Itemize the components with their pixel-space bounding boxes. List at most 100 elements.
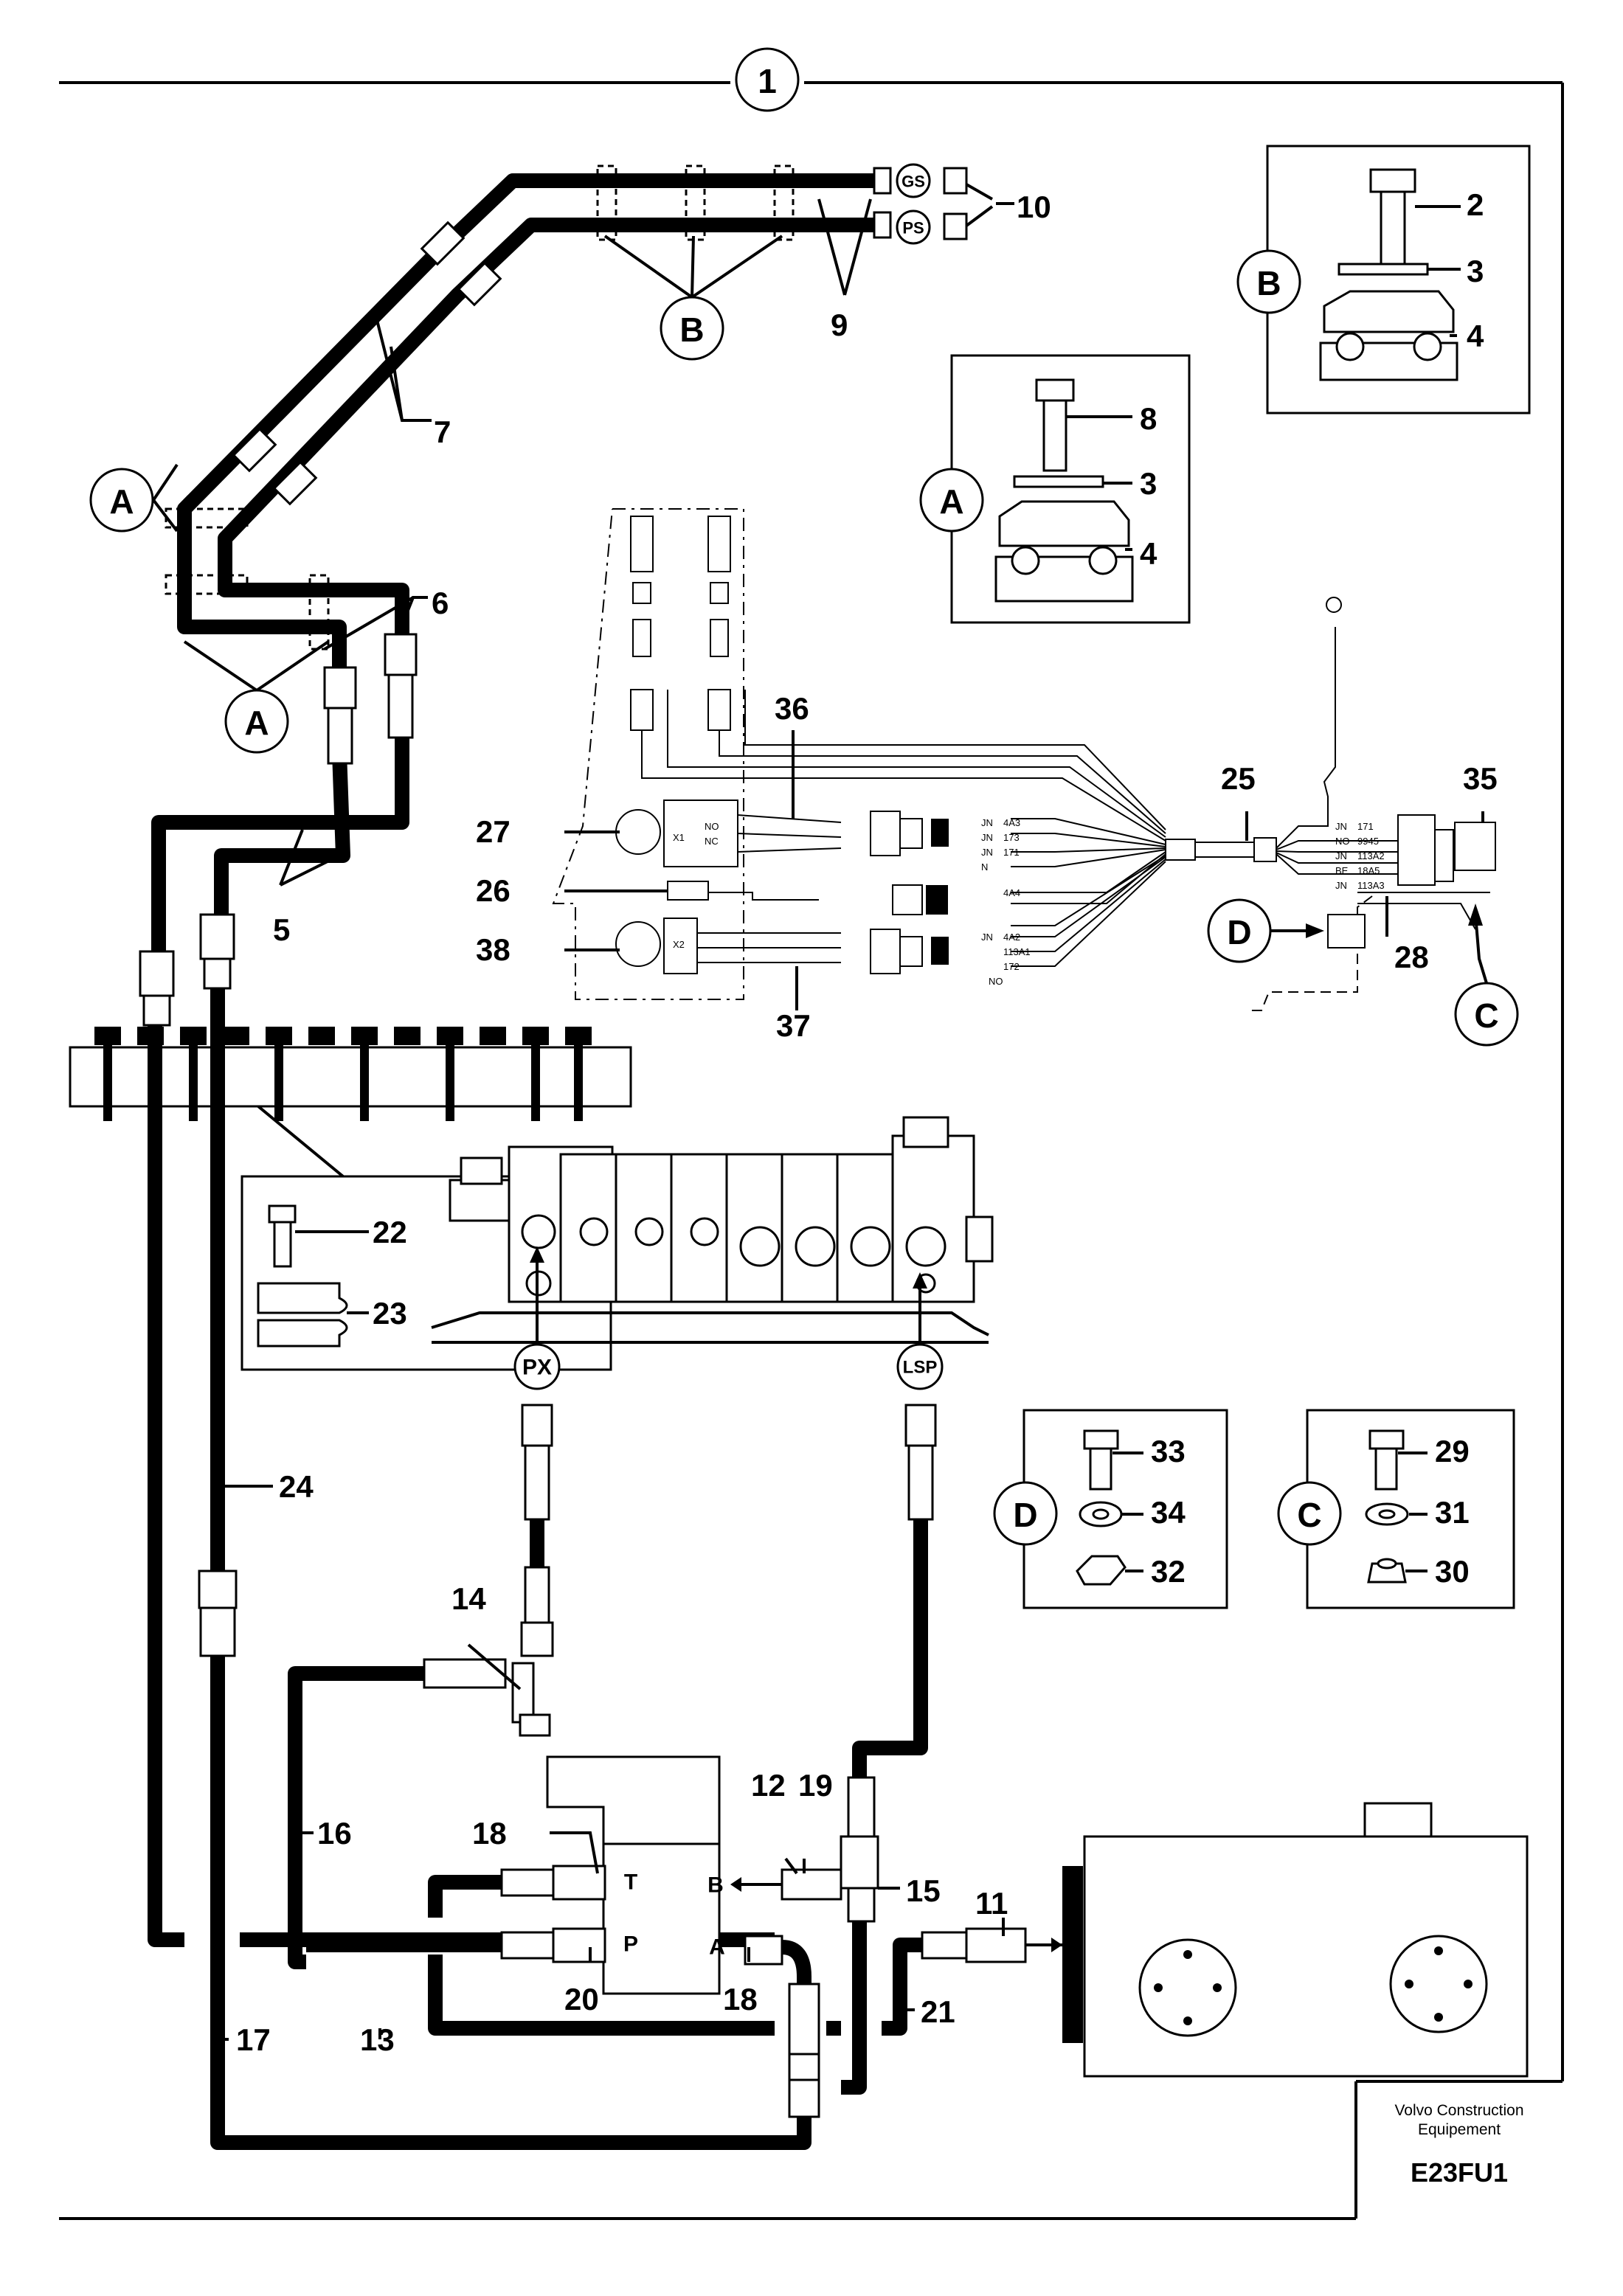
wire-label-18a5: 18A5 — [1357, 865, 1380, 876]
callout-5: 5 — [273, 912, 290, 947]
callout-1: 1 — [758, 62, 777, 100]
wire-label-jn-2: JN — [981, 832, 993, 843]
callout-31: 31 — [1435, 1495, 1470, 1530]
callout-25: 25 — [1221, 761, 1256, 796]
detail-reference-circles — [89, 235, 1519, 1047]
callout-20: 20 — [564, 1982, 599, 2016]
valve-ports — [521, 1214, 947, 1297]
callout-19: 19 — [798, 1768, 833, 1803]
port-b-label: B — [707, 1873, 724, 1898]
detail-letter-a-box: A — [939, 482, 963, 521]
callout-23: 23 — [373, 1296, 407, 1331]
callout-26: 26 — [476, 873, 511, 908]
callout-6: 6 — [432, 586, 449, 620]
callout-16: 16 — [317, 1816, 352, 1851]
title-block: Volvo Construction Equipement E23FU1 — [1394, 2102, 1523, 2188]
callout-7: 7 — [434, 415, 451, 449]
callout-15: 15 — [906, 1873, 941, 1908]
wire-label-171b: 171 — [1357, 821, 1374, 832]
detail-letter-b-ref: B — [679, 311, 704, 349]
detail-letter-d-box: D — [1013, 1496, 1037, 1534]
wire-label-jn-1: JN — [981, 817, 993, 828]
callout-4-a: 4 — [1140, 536, 1157, 571]
credit-line-2: Equipement — [1418, 2121, 1501, 2138]
callout-8: 8 — [1140, 401, 1157, 436]
callout-33: 33 — [1151, 1434, 1186, 1468]
wire-label-113a1: 113A1 — [1003, 946, 1031, 957]
wire-label-171: 171 — [1003, 847, 1020, 858]
callout-13: 13 — [360, 2022, 395, 2057]
wire-label-x2: X2 — [673, 939, 685, 950]
callout-22: 22 — [373, 1215, 407, 1249]
callout-30: 30 — [1435, 1554, 1470, 1589]
wire-label-jn-7: JN — [1335, 880, 1347, 891]
wire-label-jn-4: JN — [981, 932, 993, 943]
wire-label-n-1: N — [981, 861, 988, 873]
wire-label-jn-5: JN — [1335, 821, 1347, 832]
priority-valve: T P B A — [306, 1755, 841, 2118]
port-lsp-label: LSP — [903, 1358, 938, 1378]
credit-line-1: Volvo Construction — [1394, 2102, 1523, 2119]
detail-letter-c-box: C — [1297, 1496, 1321, 1534]
wire-label-4a3: 4A3 — [1003, 817, 1020, 828]
wire-label-no-3: NO — [705, 821, 719, 832]
clamp-outlines — [165, 164, 795, 651]
callout-29: 29 — [1435, 1434, 1470, 1468]
callout-4-b: 4 — [1467, 319, 1484, 353]
wire-label-no-2: NO — [1335, 836, 1350, 847]
wire-label-4a2: 4A2 — [1003, 932, 1020, 943]
callout-32: 32 — [1151, 1554, 1186, 1589]
callout-34: 34 — [1151, 1495, 1186, 1530]
callout-21: 21 — [921, 1994, 955, 2029]
wire-label-x1: X1 — [673, 832, 685, 843]
callout-38: 38 — [476, 932, 511, 967]
callout-14: 14 — [451, 1581, 486, 1616]
px-lsp-lines: PX LSP — [513, 1246, 944, 1778]
callout-3-a: 3 — [1140, 466, 1157, 501]
callout-35: 35 — [1463, 761, 1498, 796]
callout-18-bottom: 18 — [723, 1982, 758, 2016]
callout-leaders — [218, 198, 1484, 2041]
wire-label-9945: 9945 — [1357, 836, 1379, 847]
drawing-code: E23FU1 — [1411, 2157, 1508, 2188]
callout-36: 36 — [775, 691, 809, 726]
callout-18-top: 18 — [472, 1816, 507, 1851]
wire-label-no-1: NO — [989, 976, 1003, 987]
callout-37: 37 — [776, 1008, 811, 1043]
wiring-labels: JN 4A3 JN 173 JN 171 N 4A4 JN 4A2 113A1 … — [673, 817, 1385, 987]
port-px-label: PX — [522, 1356, 552, 1380]
wire-label-4a4: 4A4 — [1003, 887, 1020, 898]
hose-coupling — [232, 221, 502, 506]
pump-tank — [882, 1802, 1529, 2078]
callout-11: 11 — [975, 1886, 1008, 1921]
detail-box-b — [1236, 145, 1531, 415]
detail-box-a — [919, 354, 1191, 624]
port-ps-label: PS — [902, 219, 924, 237]
callout-2: 2 — [1467, 187, 1484, 222]
tee-14 — [288, 1658, 551, 1969]
assembly-callout: 1 — [735, 47, 800, 112]
wire-label-nc: NC — [705, 836, 719, 847]
detail-box-d — [993, 1409, 1228, 1609]
callout-24: 24 — [279, 1469, 314, 1504]
detail-letter-c-ref: C — [1474, 996, 1498, 1035]
detail-letter-a-lower: A — [244, 704, 269, 742]
rail-bolts — [94, 1027, 592, 1121]
callout-9: 9 — [831, 308, 848, 342]
wire-label-be: BE — [1335, 865, 1349, 876]
callout-17: 17 — [236, 2022, 271, 2057]
detail-letter-a-left: A — [109, 482, 134, 521]
callout-10: 10 — [1017, 190, 1051, 224]
callout-27: 27 — [476, 814, 511, 849]
tee-15 — [730, 1776, 879, 2095]
port-gs-label: GS — [902, 173, 925, 191]
wire-label-113a3: 113A3 — [1357, 880, 1385, 891]
callout-12: 12 — [751, 1768, 786, 1803]
control-valve-block — [431, 1116, 994, 1344]
port-t-label: T — [624, 1870, 637, 1895]
callout-3-b: 3 — [1467, 254, 1484, 288]
hose-5-6 — [139, 633, 418, 1027]
wire-label-172: 172 — [1003, 961, 1020, 972]
wire-label-173: 173 — [1003, 832, 1020, 843]
